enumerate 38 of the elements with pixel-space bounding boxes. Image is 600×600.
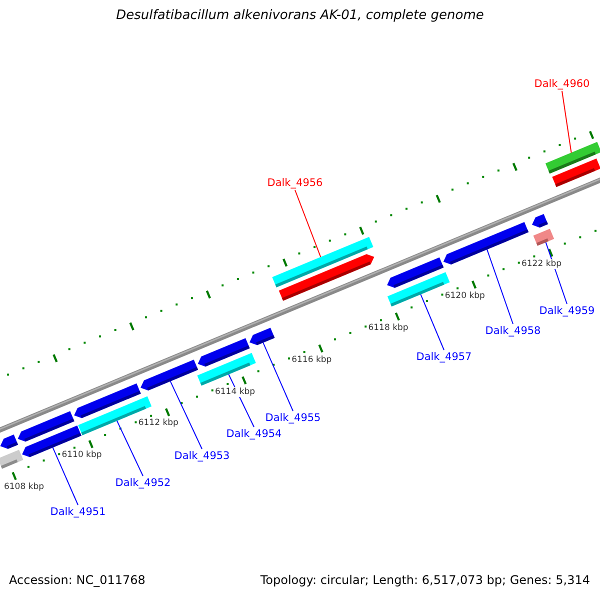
leader-line <box>294 190 322 258</box>
gene-block <box>250 328 275 346</box>
gene-block <box>0 434 18 449</box>
gene-block <box>278 254 374 301</box>
gene-label: Dalk_4953 <box>174 450 230 462</box>
gene-label: Dalk_4960 <box>534 78 590 90</box>
position-label: 6110 kbp <box>62 450 102 460</box>
gene-label: Dalk_4957 <box>416 351 472 363</box>
leader-line <box>116 420 144 476</box>
gene-block <box>533 228 554 246</box>
position-label: 6114 kbp <box>214 386 256 397</box>
gene-label: Dalk_4954 <box>226 428 282 440</box>
leader-line <box>170 380 202 450</box>
gene-label: Dalk_4955 <box>265 412 321 424</box>
gene-label: Dalk_4959 <box>539 305 595 317</box>
position-label: 6112 kbp <box>138 418 178 428</box>
gene-block <box>552 158 600 188</box>
genome-summary-text: Topology: circular; Length: 6,517,073 bp; Genes: 5,314 <box>260 574 590 586</box>
chart-title: Desulfatibacillum alkenivorans AK-01, complete genome <box>115 9 485 22</box>
position-label: 6116 kbp <box>292 354 332 365</box>
position-label: 6122 kbp <box>521 258 562 269</box>
leader-line <box>52 447 78 506</box>
accession-text: Accession: NC_011768 <box>9 574 146 586</box>
position-label: 6120 kbp <box>444 290 485 301</box>
leader-line <box>486 248 514 324</box>
leader-line <box>420 294 444 350</box>
gene-label: Dalk_4951 <box>50 506 106 518</box>
gene-block <box>197 352 256 386</box>
gene-block <box>532 214 548 228</box>
leader-line <box>562 90 572 154</box>
gene-label: Dalk_4956 <box>267 177 323 189</box>
gene-label: Dalk_4952 <box>115 477 171 489</box>
leader-line <box>262 342 294 412</box>
position-label: 6108 kbp <box>4 482 44 492</box>
gene-label: Dalk_4958 <box>485 325 541 337</box>
gene-block <box>0 450 24 469</box>
position-label: 6118 kbp <box>368 322 408 333</box>
gene-block <box>140 360 198 391</box>
